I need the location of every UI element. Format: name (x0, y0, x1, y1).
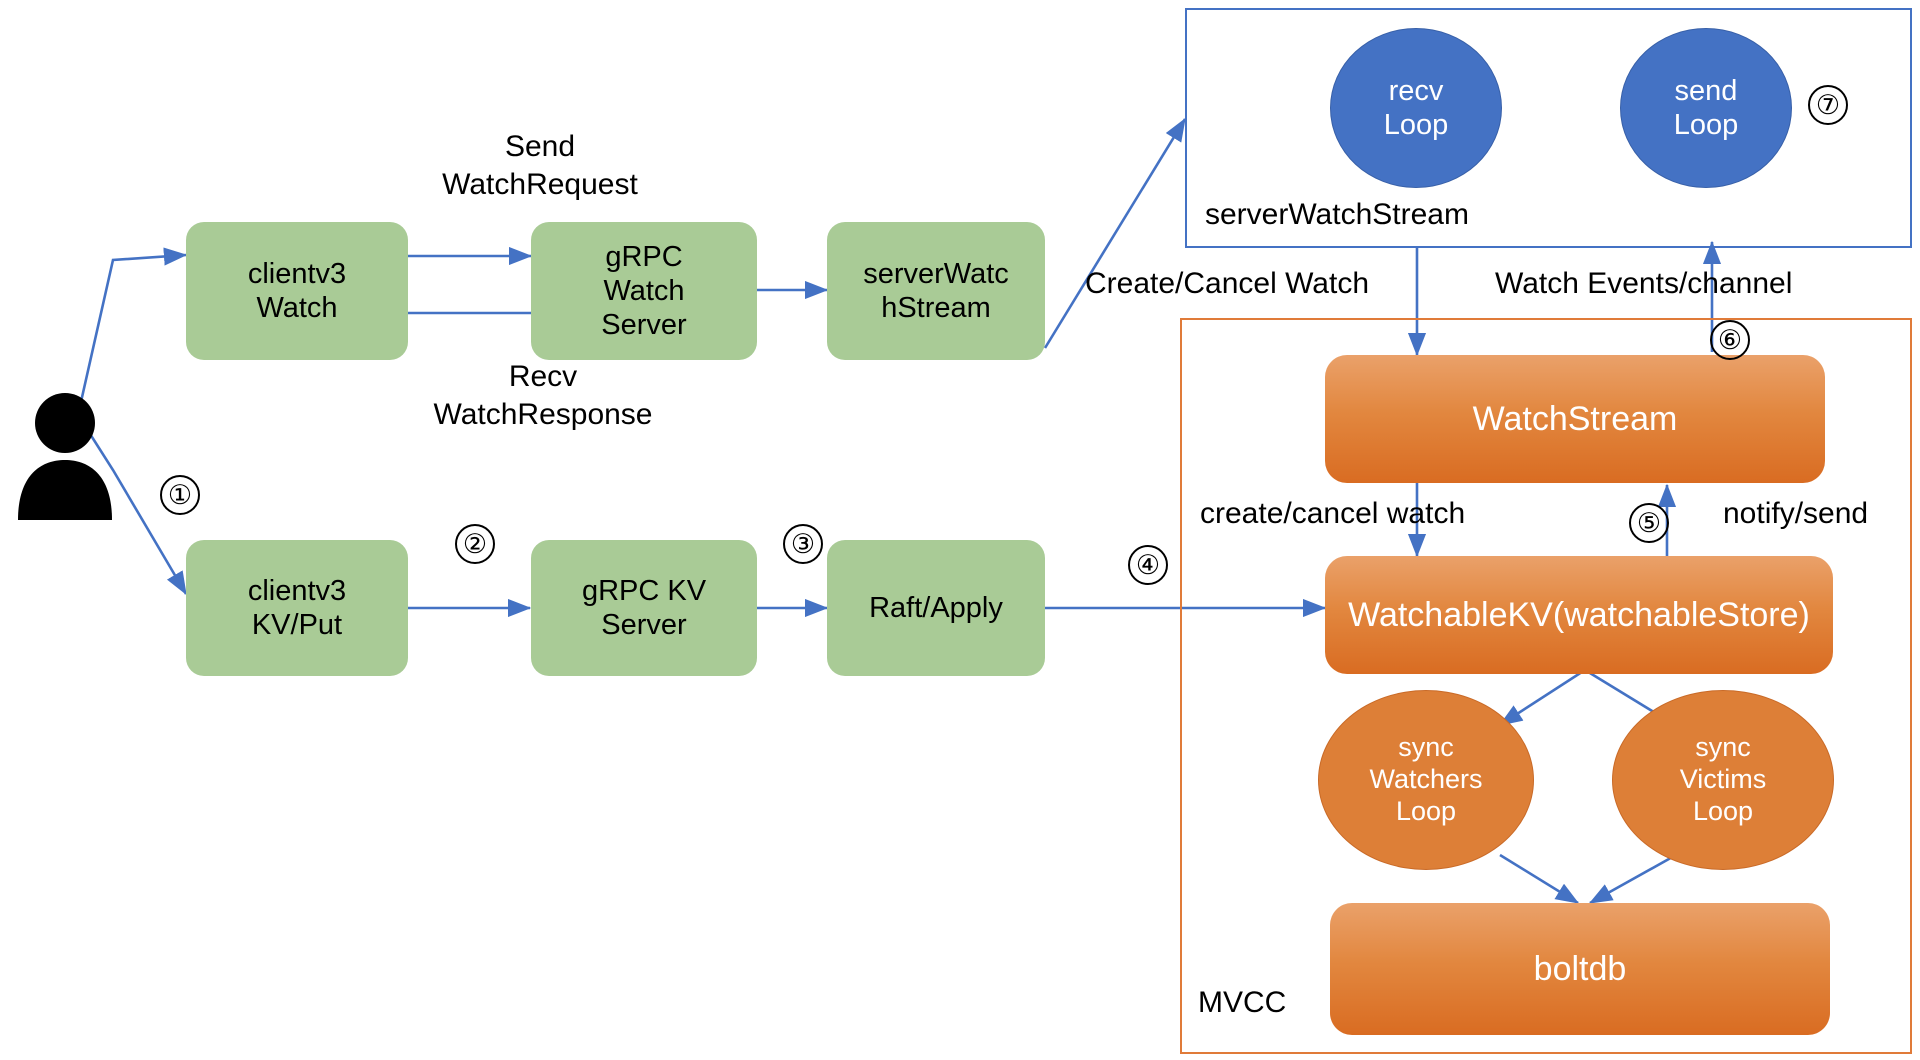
user-actor-icon (10, 390, 120, 525)
create-cancel-watch-lower-label: create/cancel watch (1200, 497, 1466, 530)
recv-loop-node[interactable]: recv Loop (1330, 28, 1502, 188)
step-1-badge: ① (160, 475, 200, 515)
sync-victims-loop-node[interactable]: sync Victims Loop (1612, 690, 1834, 870)
step-3-badge: ③ (783, 524, 823, 564)
send-loop-node[interactable]: send Loop (1620, 28, 1792, 188)
watch-events-channel-label: Watch Events/channel (1495, 267, 1793, 300)
send-watch-request-label: Send WatchRequest (442, 130, 638, 202)
recv-watch-response-label: Recv WatchResponse (433, 360, 653, 432)
mvcc-container-label: MVCC (1198, 986, 1287, 1019)
create-cancel-watch-label: Create/Cancel Watch (1085, 267, 1370, 300)
watch-stream-node[interactable]: WatchStream (1325, 355, 1825, 483)
raft-apply-node[interactable]: Raft/Apply (827, 540, 1045, 676)
server-watch-stream-container-label: serverWatchStream (1205, 198, 1469, 231)
server-watch-stream-container (1185, 8, 1912, 248)
watchable-kv-node[interactable]: WatchableKV(watchableStore) (1325, 556, 1833, 674)
notify-send-label: notify/send (1723, 497, 1869, 530)
arrow-serverwatchstreambox-to-container (1043, 117, 1187, 349)
step-4-badge: ④ (1128, 545, 1168, 585)
step-5-badge: ⑤ (1629, 503, 1669, 543)
server-watch-stream-node[interactable]: serverWatc hStream (827, 222, 1045, 360)
clientv3-kv-put-node[interactable]: clientv3 KV/Put (186, 540, 408, 676)
grpc-kv-server-node[interactable]: gRPC KV Server (531, 540, 757, 676)
step-6-badge: ⑥ (1710, 320, 1750, 360)
step-2-badge: ② (455, 524, 495, 564)
boltdb-node[interactable]: boltdb (1330, 903, 1830, 1035)
clientv3-watch-node[interactable]: clientv3 Watch (186, 222, 408, 360)
grpc-watch-server-node[interactable]: gRPC Watch Server (531, 222, 757, 360)
mvcc-container (1180, 318, 1912, 1054)
sync-watchers-loop-node[interactable]: sync Watchers Loop (1318, 690, 1534, 870)
step-7-badge: ⑦ (1808, 85, 1848, 125)
